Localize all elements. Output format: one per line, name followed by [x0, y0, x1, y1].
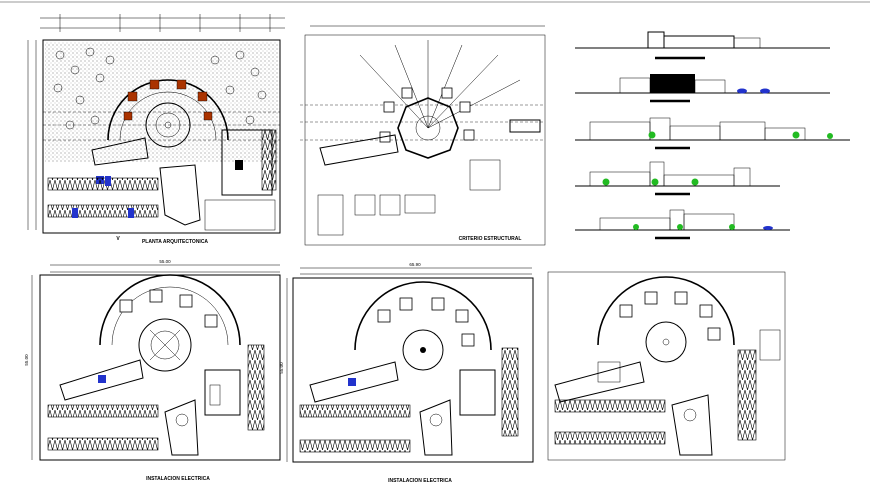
plan-electrical-1-title: INSTALACION ELECTRICA: [146, 476, 210, 482]
plan-site-outline: [547, 271, 786, 461]
plan-architectural-title: PLANTA ARQUITECTONICA: [142, 239, 208, 245]
width-dimension-2: 65.90: [409, 262, 421, 267]
elevations: [575, 31, 850, 240]
svg-text:V: V: [116, 236, 120, 242]
height-dimension-2: 55.00: [279, 362, 284, 374]
width-dimension-1: 55.00: [159, 259, 171, 264]
plan-electrical-1: 55.00 55.00 INSTALACION ELECTRICA: [24, 259, 281, 482]
plan-structural-title: CRITERIO ESTRUCTURAL: [459, 236, 522, 242]
plan-structural: CRITERIO ESTRUCTURAL: [300, 25, 546, 246]
height-dimension-1: 55.00: [24, 354, 29, 366]
plan-architectural: PLANTA ARQUITECTONICA V: [27, 14, 285, 245]
plan-electrical-2: 65.90 55.00 INSTALACION ELECTRICA: [279, 262, 534, 484]
plan-electrical-2-title: INSTALACION ELECTRICA: [388, 478, 452, 484]
